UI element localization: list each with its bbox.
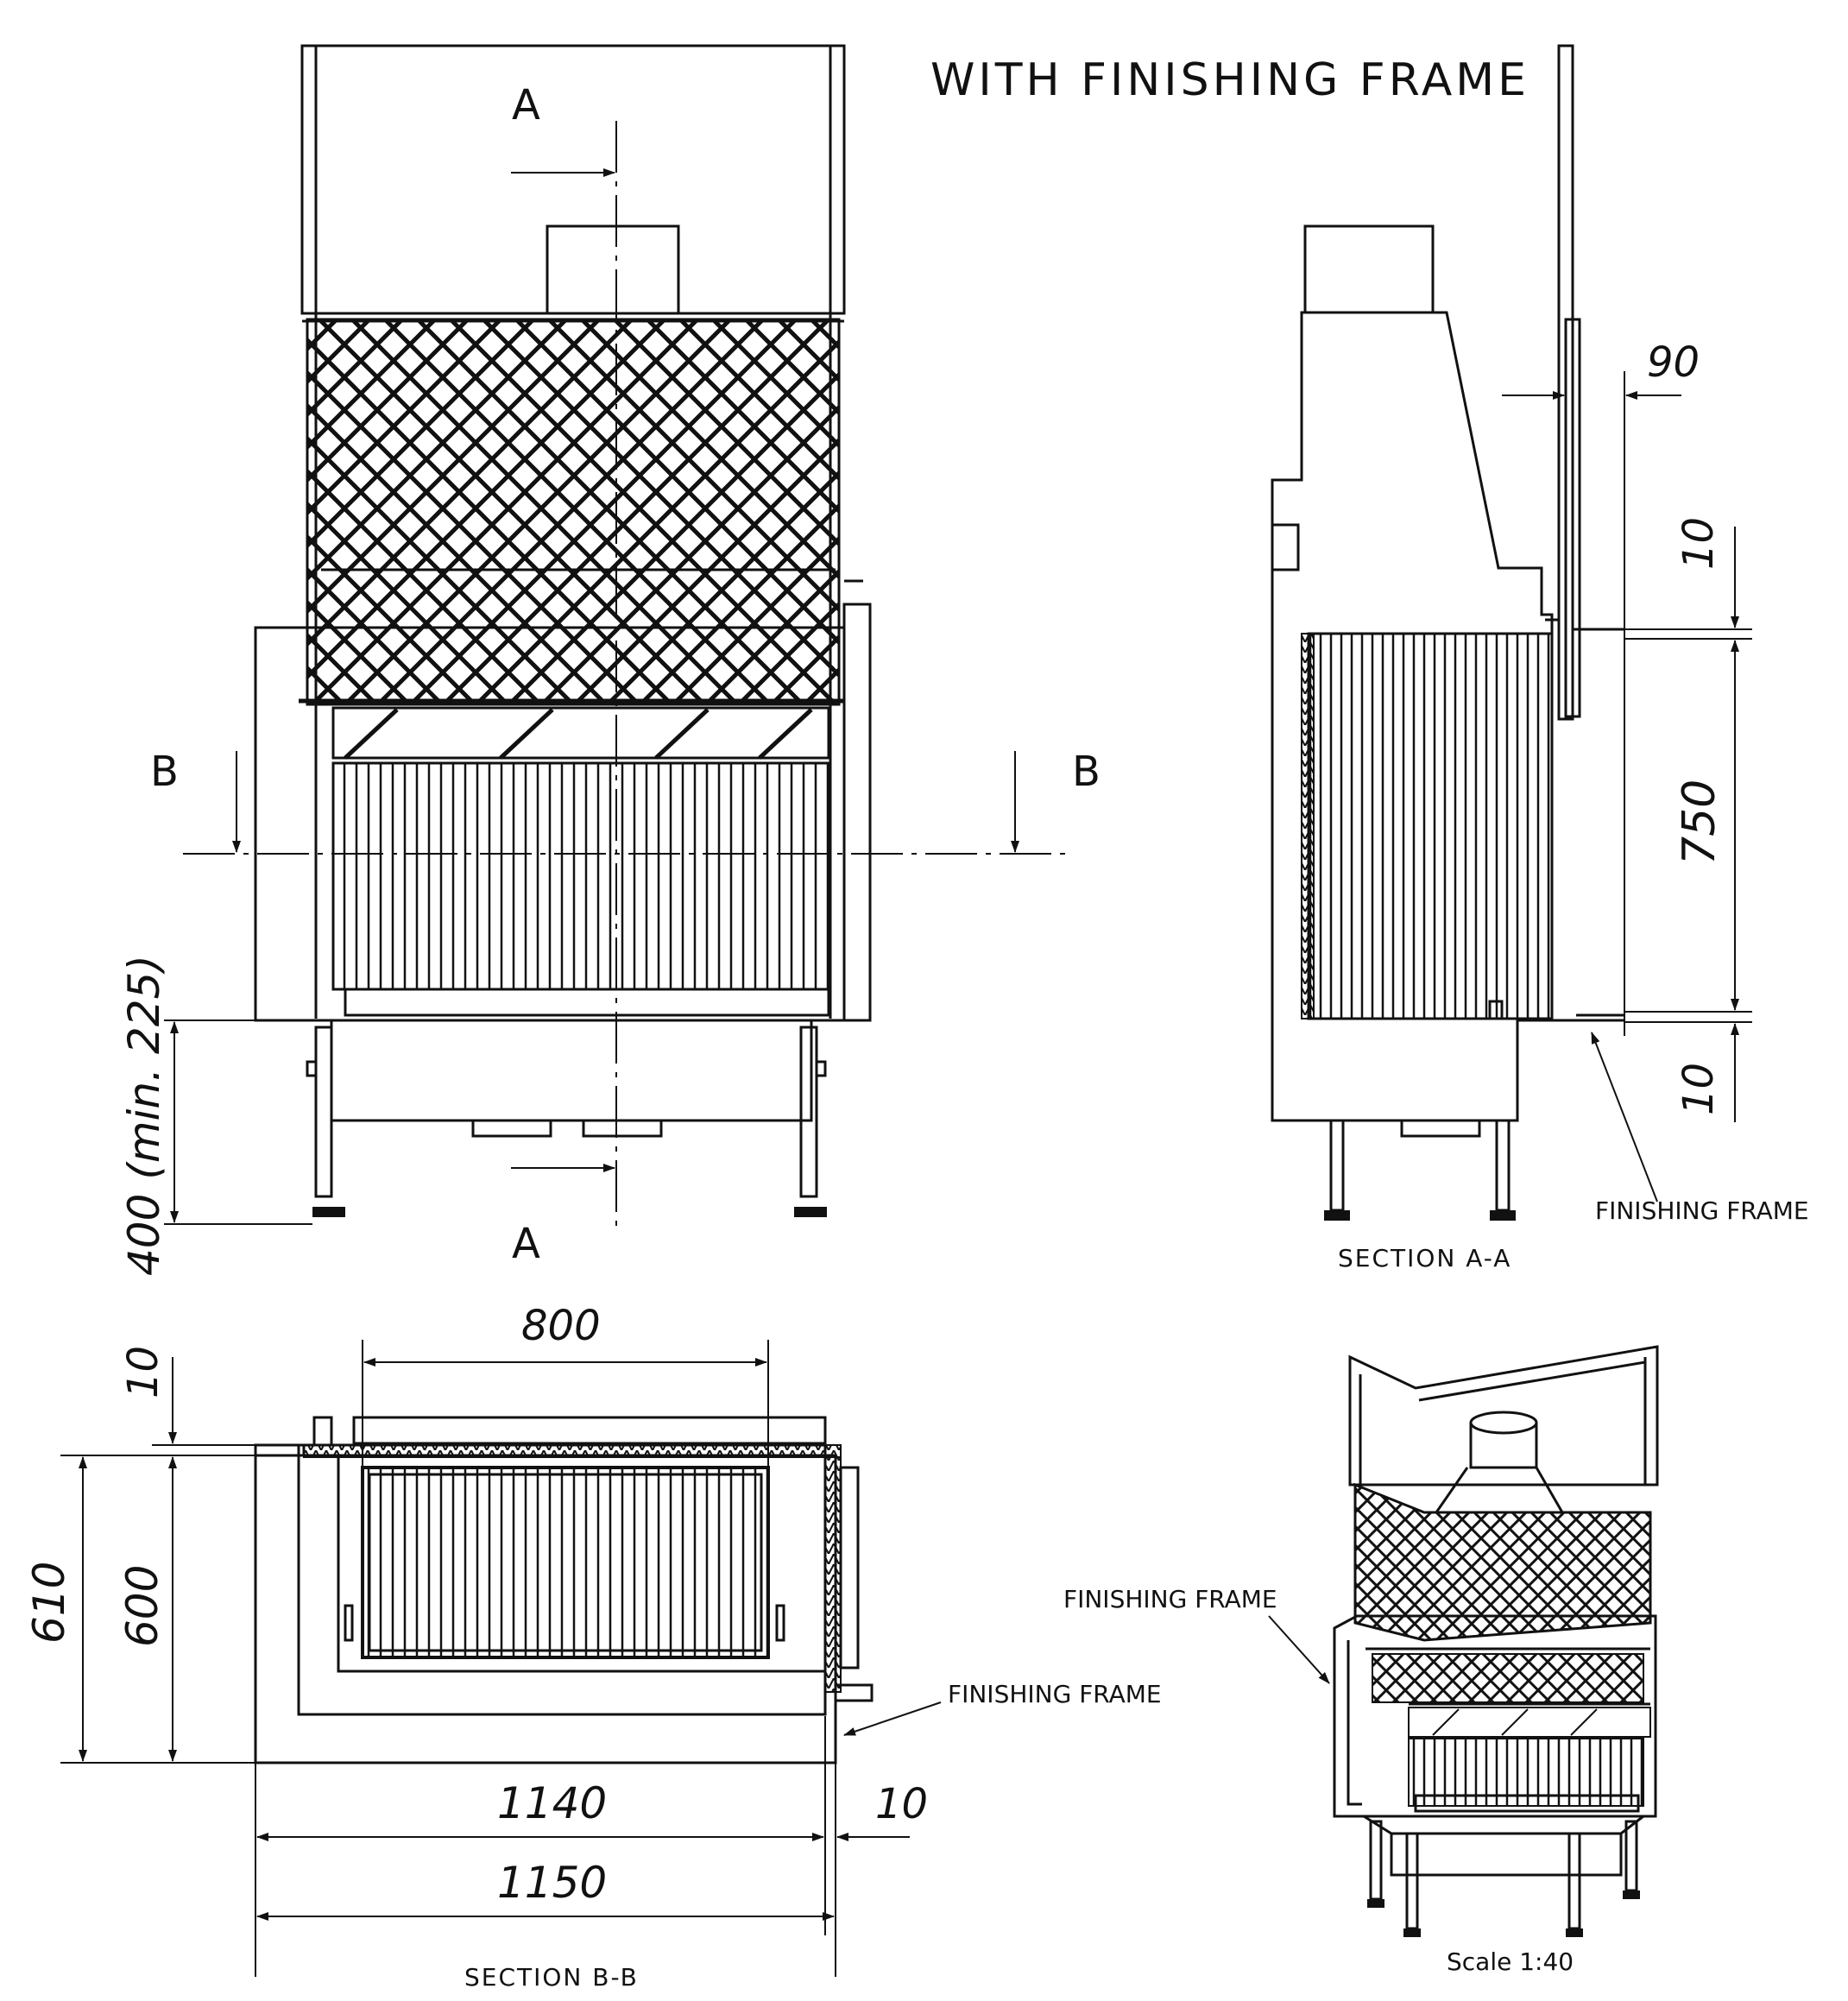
section-bb-view: 800 610 600 10 1140 1150 10 FINISHING FR…: [24, 1302, 1162, 1992]
section-aa-frame-label: FINISHING FRAME: [1595, 1196, 1809, 1225]
section-bb-dim-edge: 10: [875, 1780, 928, 1828]
front-grate: [331, 761, 830, 991]
front-top-panel: [300, 44, 846, 315]
section-bb-dim-depth-inner: 600: [117, 1565, 167, 1647]
section-aa-grate: [1307, 632, 1554, 1020]
flue-collar: [546, 224, 680, 315]
section-aa-dim-opening: 750: [1674, 780, 1725, 865]
section-mark-b-right: B: [1072, 748, 1101, 796]
iso-lattice: [1353, 1482, 1652, 1642]
section-aa-dim-top: 10: [1675, 517, 1723, 570]
iso-scale: Scale 1:40: [1447, 1947, 1574, 1976]
front-dim-height: 400 (min. 225): [119, 955, 169, 1276]
section-aa-dim-depth: 90: [1647, 338, 1700, 387]
front-view: A A B B 400 (min. 225): [119, 44, 1101, 1276]
section-bb-dim-1150: 1150: [497, 1858, 607, 1908]
section-bb-frame-label: FINISHING FRAME: [948, 1680, 1162, 1708]
iso-view: FINISHING FRAME Scale 1:40: [1063, 1345, 1659, 1976]
section-bb-label: SECTION B-B: [464, 1963, 639, 1992]
section-bb-dim-depth-outer: 610: [24, 1562, 74, 1644]
section-bb-grate: [361, 1466, 770, 1659]
section-mark-b-left: B: [150, 748, 179, 796]
section-aa-flue: [1303, 224, 1435, 314]
section-mark-a-top: A: [512, 81, 540, 129]
drawing-title: WITH FINISHING FRAME: [930, 54, 1529, 106]
section-aa-dim-bottom: 10: [1675, 1063, 1723, 1115]
section-bb-dim-offset: 10: [119, 1346, 167, 1398]
section-bb-dim-width-top: 800: [521, 1302, 601, 1350]
section-bb-dim-1140: 1140: [497, 1778, 607, 1828]
section-aa-view: 90 10 750 10 FINISHING FRAME SECTION A-A: [1271, 44, 1809, 1272]
section-mark-a-bottom: A: [512, 1220, 540, 1268]
iso-finishing-frame: [1333, 1614, 1657, 1818]
lattice-hood: [306, 318, 841, 706]
iso-frame-label: FINISHING FRAME: [1063, 1585, 1277, 1613]
section-aa-label: SECTION A-A: [1338, 1244, 1511, 1272]
